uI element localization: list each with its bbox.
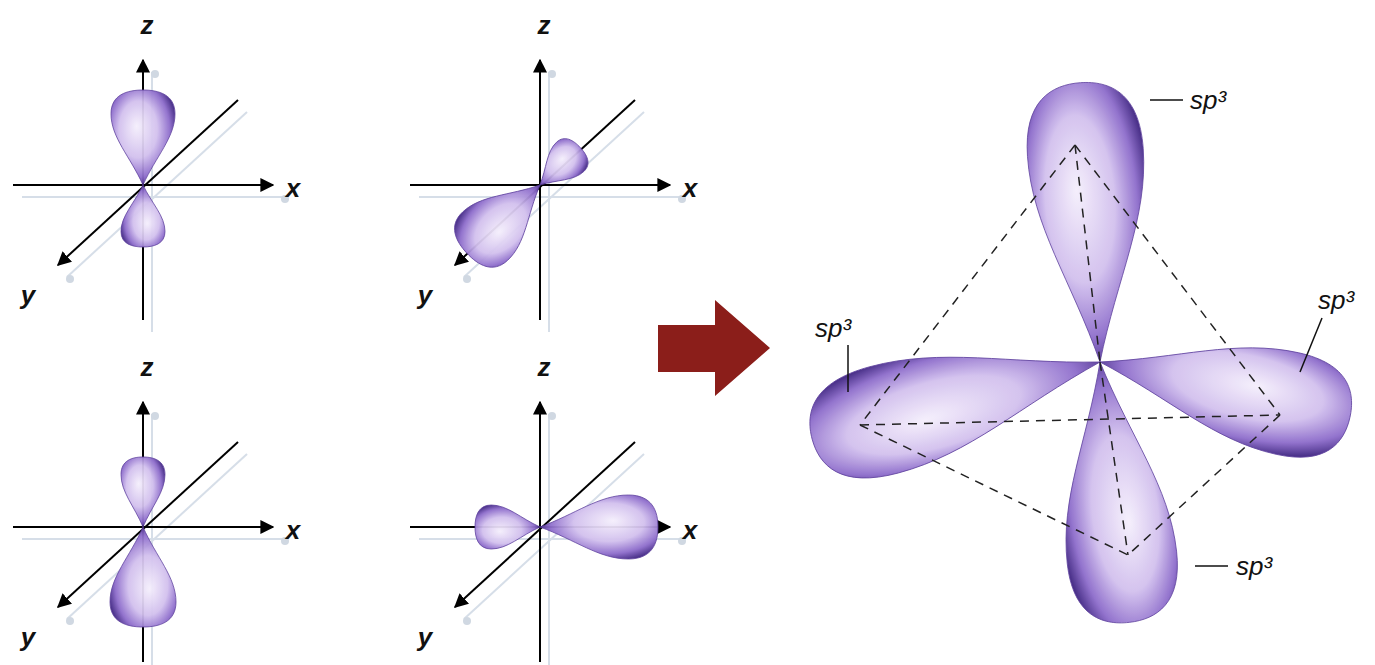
tetrahedron-edge <box>860 145 1075 425</box>
lobe-layer <box>110 79 1361 629</box>
axes-layer <box>13 60 686 665</box>
axis-label: x <box>683 517 697 543</box>
orbital-lobe <box>121 185 165 247</box>
axis-set <box>13 402 289 665</box>
orbital-label: sp³ <box>1236 553 1272 579</box>
axis-line <box>539 60 541 320</box>
axis-shadow-dot <box>66 275 74 283</box>
orbital-label: sp³ <box>1318 287 1354 313</box>
axis-line <box>539 402 541 662</box>
axis-label: x <box>286 517 300 543</box>
leader-line <box>1195 565 1228 567</box>
axis-label: x <box>286 175 300 201</box>
axis-shadow-dot <box>548 412 556 420</box>
leader-layer <box>848 100 1322 566</box>
orbital-lobe <box>1023 79 1158 366</box>
axis-label: z <box>141 12 154 38</box>
axis-set <box>410 402 686 665</box>
axis-label: x <box>683 175 697 201</box>
orbital-lobe <box>475 505 540 549</box>
axis-label: y <box>21 282 35 308</box>
tetrahedron-edge <box>1128 415 1280 555</box>
axis-set <box>13 60 289 332</box>
axis-shadow-dot <box>463 617 471 625</box>
axis-label: z <box>538 354 551 380</box>
leader-line <box>847 345 849 392</box>
axis-shadow-dot <box>548 70 556 78</box>
axis-shadow <box>22 538 282 540</box>
orbital-lobe <box>540 495 658 559</box>
axis-shadow-dot <box>151 70 159 78</box>
orbital-label: sp³ <box>815 315 851 341</box>
orbital-lobe <box>526 133 594 200</box>
axis-label: z <box>141 354 154 380</box>
tetrahedron-layer <box>860 145 1280 555</box>
orbital-lobe <box>121 457 165 527</box>
orbital-lobe <box>111 90 175 185</box>
leader-line <box>1150 99 1183 101</box>
orbital-lobe <box>798 309 1114 492</box>
reaction-arrow <box>658 300 770 396</box>
axis-shadow <box>548 72 550 332</box>
axis-shadow <box>22 196 282 198</box>
tetrahedron-edge <box>1100 362 1128 555</box>
orbital-lobe <box>110 527 176 627</box>
axis-label: y <box>21 624 35 650</box>
tetrahedron-edge <box>1075 145 1280 415</box>
axis-set <box>410 60 686 332</box>
axis-shadow-dot <box>66 617 74 625</box>
axis-label: y <box>418 282 432 308</box>
axis-label: y <box>418 624 432 650</box>
axis-shadow-dot <box>151 412 159 420</box>
leader-line <box>1300 318 1322 372</box>
orbital-label: sp³ <box>1190 87 1226 113</box>
orbital-lobe <box>1045 356 1184 629</box>
tetrahedron-edge <box>860 415 1280 425</box>
axis-shadow <box>419 196 679 198</box>
tetrahedron-edge <box>860 425 1128 555</box>
axis-shadow-dot <box>463 275 471 283</box>
tetrahedron-edge <box>1075 145 1100 362</box>
axis-label: z <box>538 12 551 38</box>
